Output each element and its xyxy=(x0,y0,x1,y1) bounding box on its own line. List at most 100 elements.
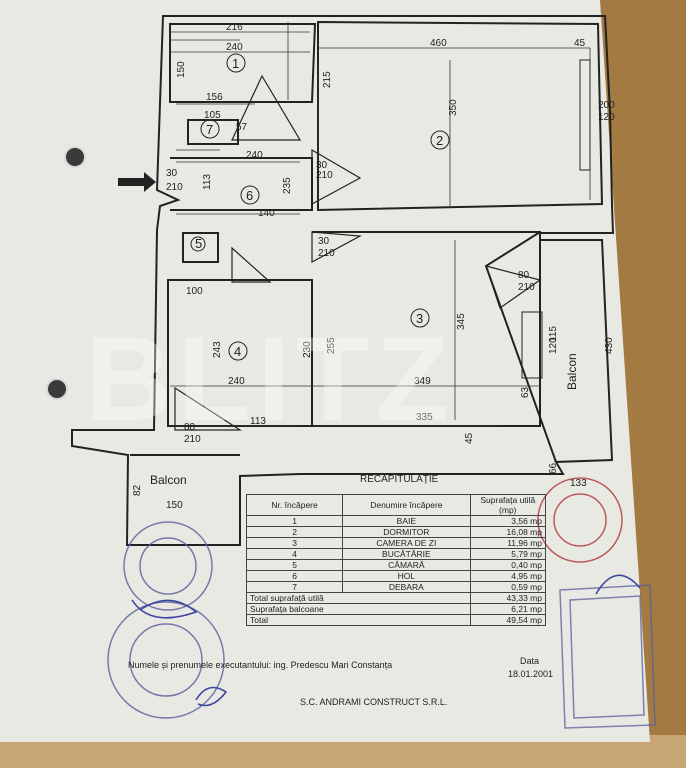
table-row: 5 CĂMARĂ 0,40 mp xyxy=(245,559,547,571)
cell-denumire: HOL xyxy=(342,570,471,582)
room-number-5: 5 xyxy=(195,236,202,251)
dim-label: 105 xyxy=(204,110,221,121)
cell-denumire: CĂMARĂ xyxy=(342,559,471,571)
cell-denumire: DORMITOR xyxy=(342,526,471,538)
dim-label: 350 xyxy=(448,99,459,116)
dim-label: 240 xyxy=(228,376,245,387)
cell-suprafata: 0,59 mp xyxy=(469,581,547,593)
cell-suprafata: 5,79 mp xyxy=(469,548,547,560)
dim-label: 345 xyxy=(456,313,467,330)
watermark: BLITZ xyxy=(85,312,455,446)
dim-label: 82 xyxy=(132,484,143,496)
dim-label: 63 xyxy=(520,386,531,398)
room-number-7: 7 xyxy=(206,122,213,137)
cell-nr: 5 xyxy=(245,559,344,571)
door-label: 210 xyxy=(518,282,535,293)
room-number-6: 6 xyxy=(246,188,253,203)
stamp-right-red xyxy=(537,477,623,563)
punch-hole xyxy=(64,146,86,168)
dim-label: 115 xyxy=(548,326,559,342)
signature-bottom xyxy=(195,686,228,707)
dim-label: 235 xyxy=(282,177,293,194)
cell-suprafata: 11,96 mp xyxy=(469,537,547,549)
stamp-right-box xyxy=(559,584,656,729)
cell-suprafata: 4,95 mp xyxy=(469,570,547,582)
entry-arrow-icon xyxy=(118,172,156,192)
door-label: 210 xyxy=(318,248,335,259)
room-number-2: 2 xyxy=(436,133,443,148)
wall-bedroom xyxy=(317,20,604,212)
dim-label: 150 xyxy=(166,500,183,511)
dim-label: 230 xyxy=(302,341,313,358)
door-label: 30 xyxy=(318,236,330,247)
room-number-4: 4 xyxy=(234,344,241,359)
dim-label: 150 xyxy=(176,61,187,78)
dim-label: 133 xyxy=(570,478,587,489)
date-label: Data xyxy=(520,656,540,666)
dim-label: 113 xyxy=(250,416,266,427)
company-name: S.C. ANDRAMI CONSTRUCT S.R.L. xyxy=(300,697,448,707)
wall-bath xyxy=(169,23,317,103)
table-row: 6 HOL 4,95 mp xyxy=(245,570,547,582)
executant-line: Numele și prenumele executantului: ing. … xyxy=(128,660,393,670)
total-row: Total 49,54 mp xyxy=(246,614,547,626)
door-label: 210 xyxy=(184,434,201,445)
cell-nr: 4 xyxy=(245,548,344,560)
cell-denumire: DEBARA xyxy=(342,581,471,593)
dim-label: 430 xyxy=(604,337,615,354)
door-label: 30 xyxy=(316,160,328,171)
recap-table: Nr. încăpere Denumire încăpere Suprafața… xyxy=(245,494,547,626)
wall-outline xyxy=(71,15,615,546)
stamp-left-top xyxy=(123,521,213,611)
total-value: 43,33 mp xyxy=(469,592,547,604)
dim-label: 335 xyxy=(416,412,433,423)
door-label: 80 xyxy=(184,422,196,433)
cell-nr: 1 xyxy=(245,515,344,527)
room-number-3: 3 xyxy=(416,311,423,326)
signature-right xyxy=(595,574,641,595)
dim-label: 240 xyxy=(246,150,263,161)
dim-label: 120 xyxy=(548,337,559,354)
balcony-label-right: Balcon xyxy=(565,353,579,390)
cell-suprafata: 3,56 mp xyxy=(469,515,547,527)
room-number-1: 1 xyxy=(232,56,239,71)
dimension-labels: 216 240 460 150 156 105 57 240 113 235 1… xyxy=(132,22,615,511)
signature-left xyxy=(131,599,198,619)
cell-suprafata: 0,40 mp xyxy=(469,559,547,571)
balcony-label-left: Balcon xyxy=(150,473,187,487)
dim-label: 460 xyxy=(430,38,447,49)
recap-title: RECAPITULAȚIE xyxy=(360,474,439,485)
dim-label: 255 xyxy=(326,337,337,354)
dim-label: 100 xyxy=(186,286,203,297)
wall-debara xyxy=(187,119,239,145)
windows xyxy=(521,59,591,379)
total-value: 49,54 mp xyxy=(469,614,547,626)
total-label: Total xyxy=(246,614,471,626)
cell-nr: 6 xyxy=(245,570,344,582)
wall-storage xyxy=(182,232,219,263)
door-labels: 30 210 30 210 30 210 80 210 80 210 xyxy=(166,160,535,445)
door-label: 30 xyxy=(166,168,178,179)
dim-label: 243 xyxy=(212,341,223,358)
table-row: 2 DORMITOR 16,08 mp xyxy=(245,526,547,538)
cell-suprafata: 16,08 mp xyxy=(469,526,547,538)
cell-denumire: CAMERA DE ZI xyxy=(342,537,471,549)
stamp-left-bottom xyxy=(107,601,225,719)
table-row: 3 CAMERA DE ZI 11,96 mp xyxy=(245,537,547,549)
dim-label: 45 xyxy=(574,38,586,49)
dim-label: 140 xyxy=(258,208,275,219)
cell-nr: 2 xyxy=(245,526,344,538)
dim-label: 215 xyxy=(322,71,333,88)
door-label: 210 xyxy=(166,182,183,193)
dim-label: 200 xyxy=(598,100,615,111)
table-row: 4 BUCĂTĂRIE 5,79 mp xyxy=(245,548,547,560)
date-value: 18.01.2001 xyxy=(508,669,554,679)
total-label: Suprafața balcoane xyxy=(246,603,471,615)
total-row: Total suprafață utilă 43,33 mp xyxy=(246,592,547,604)
punch-hole xyxy=(46,378,68,400)
cell-denumire: BAIE xyxy=(342,515,471,527)
wall-balcony-right xyxy=(484,231,557,463)
header-suprafata: Suprafața utilă (mp) xyxy=(469,494,547,516)
